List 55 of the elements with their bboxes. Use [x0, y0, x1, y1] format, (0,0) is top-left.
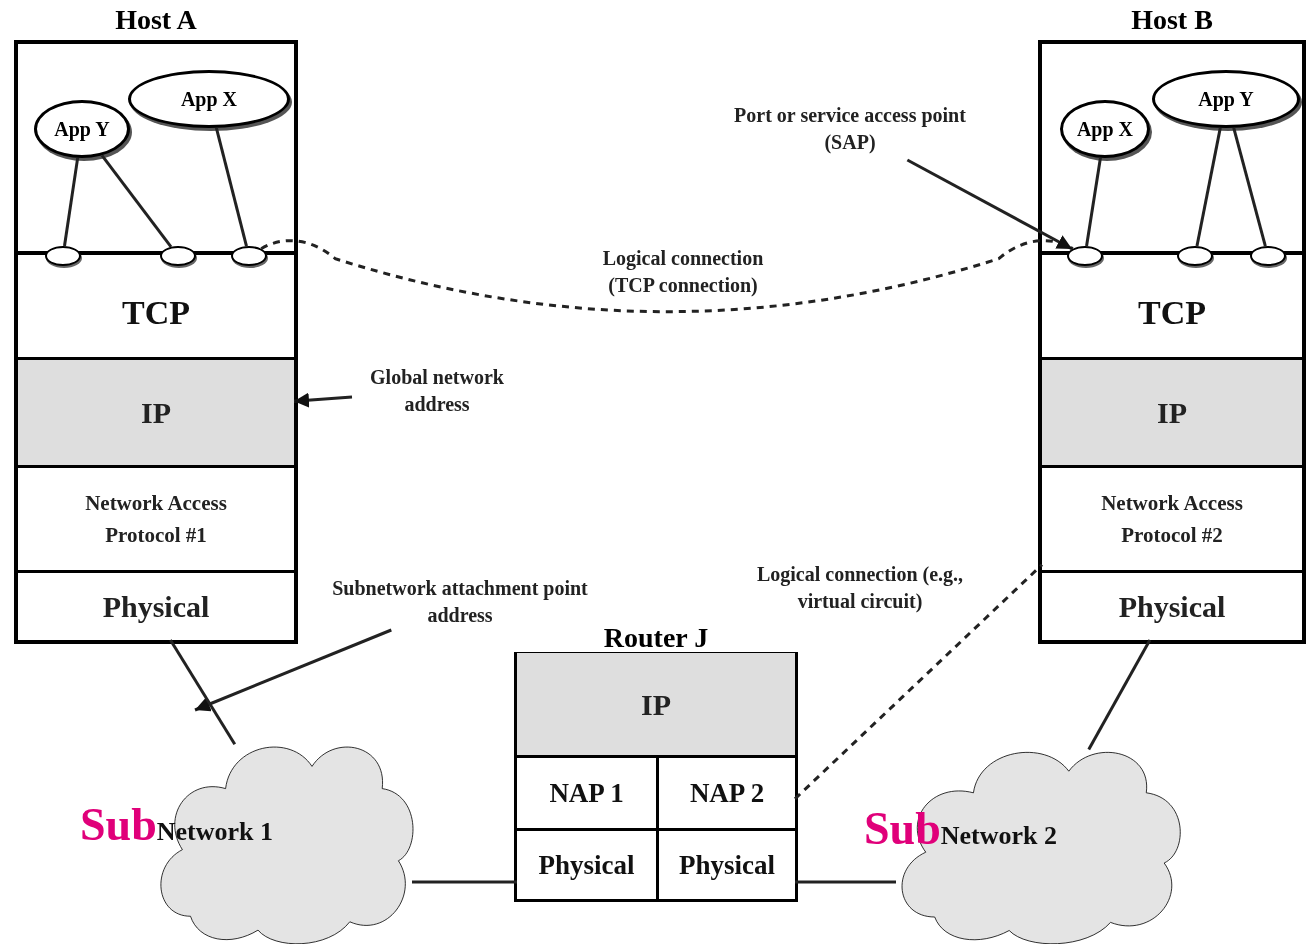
- app-label: App Y: [54, 117, 110, 143]
- leader-arrow: [293, 392, 353, 408]
- annotation-text: Global network address: [369, 365, 505, 417]
- router-title: Router J: [603, 624, 709, 652]
- layer-label: NAP 1: [549, 776, 624, 810]
- protocol-layer: [656, 755, 795, 828]
- port-ellipse: [45, 246, 81, 266]
- dashed-connection: [793, 563, 1044, 800]
- connector-line: [1195, 127, 1222, 247]
- port-ellipse: [1177, 246, 1213, 266]
- protocol-layer: [656, 828, 795, 899]
- dashed-connection: [260, 239, 1074, 314]
- network-label: Network 2: [940, 823, 1057, 849]
- port-ellipse: [160, 246, 196, 266]
- connector-line: [100, 154, 173, 248]
- port-ellipse: [1067, 246, 1103, 266]
- layer-label: IP: [141, 395, 171, 431]
- layer-label: TCP: [122, 293, 190, 333]
- annotation-text: Subnetwork attachment point address: [331, 576, 589, 628]
- layer-label: IP: [1157, 395, 1187, 431]
- network-label: Network 1: [156, 819, 273, 845]
- layer-label: Physical: [1118, 589, 1226, 625]
- port-ellipse: [1250, 246, 1286, 266]
- layer-label: IP: [641, 686, 671, 723]
- app-label: App X: [1076, 117, 1134, 143]
- layer-label: TCP: [1138, 293, 1206, 333]
- connector-line: [1232, 127, 1267, 247]
- network-prefix: Sub: [80, 802, 157, 848]
- app-ellipse: [1152, 70, 1300, 128]
- annotation-text: Port or service access point (SAP): [733, 103, 967, 156]
- layer-label: Physical: [102, 589, 210, 625]
- layer-label: NAP 2: [689, 776, 765, 810]
- protocol-layer: [517, 653, 795, 755]
- app-label: App Y: [1198, 87, 1254, 113]
- connector-line: [1085, 157, 1102, 247]
- leader-arrow: [194, 628, 392, 712]
- host-title: Host B: [1131, 6, 1213, 37]
- layer-label: Physical: [679, 848, 775, 882]
- protocol-layer: [1042, 357, 1302, 465]
- protocol-layer: [18, 357, 294, 465]
- app-label: App X: [180, 87, 238, 113]
- connector-line: [63, 157, 80, 247]
- layer-label: Network Access Protocol #1: [84, 490, 228, 549]
- connector-line: [795, 880, 896, 884]
- layer-label: Network Access Protocol #2: [1100, 490, 1244, 549]
- connector-line: [169, 639, 237, 745]
- network-prefix: Sub: [864, 806, 941, 852]
- leader-arrow: [906, 158, 1073, 251]
- connector-line: [1087, 639, 1152, 751]
- connector-line: [412, 880, 517, 884]
- connector-line: [214, 127, 248, 247]
- port-ellipse: [231, 246, 267, 266]
- app-ellipse: [34, 100, 130, 158]
- host-title: Host A: [115, 6, 197, 37]
- layer-label: Physical: [538, 848, 635, 882]
